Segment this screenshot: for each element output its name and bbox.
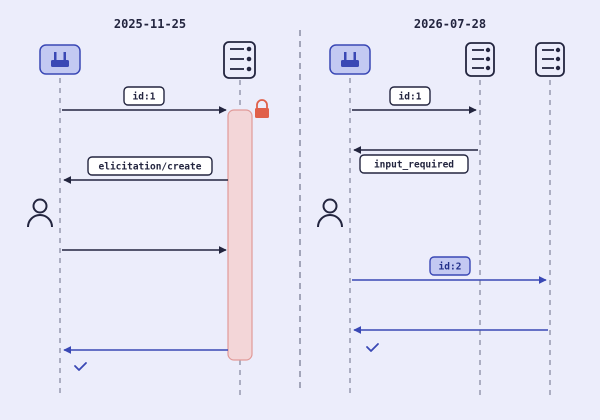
left-check-icon [74,362,87,371]
left-elicitation-label: elicitation/create [87,156,213,176]
right-server-b-icon [535,42,565,77]
right-user-icon [317,198,343,228]
left-client-icon [39,44,81,75]
right-check-icon [366,343,379,352]
right-retry-label: id:2 [429,256,471,276]
left-user-icon [27,198,53,228]
left-server-icon [223,41,256,79]
right-server-a-icon [465,42,495,77]
right-panel-title: 2026-07-28 [414,17,486,31]
svg-text:input_required: input_required [374,160,454,171]
left-panel-title: 2025-11-25 [114,17,186,31]
right-input-required-label: input_required [359,154,469,174]
svg-text:id:1: id:1 [399,92,422,103]
right-client-icon [329,44,371,75]
svg-text:id:1: id:1 [133,92,156,103]
svg-text:id:2: id:2 [439,262,462,273]
lock-icon [255,99,269,118]
right-request-label: id:1 [389,86,431,106]
svg-text:elicitation/create: elicitation/create [99,162,202,173]
held-connection-bar [227,109,253,361]
left-request-label: id:1 [123,86,165,106]
